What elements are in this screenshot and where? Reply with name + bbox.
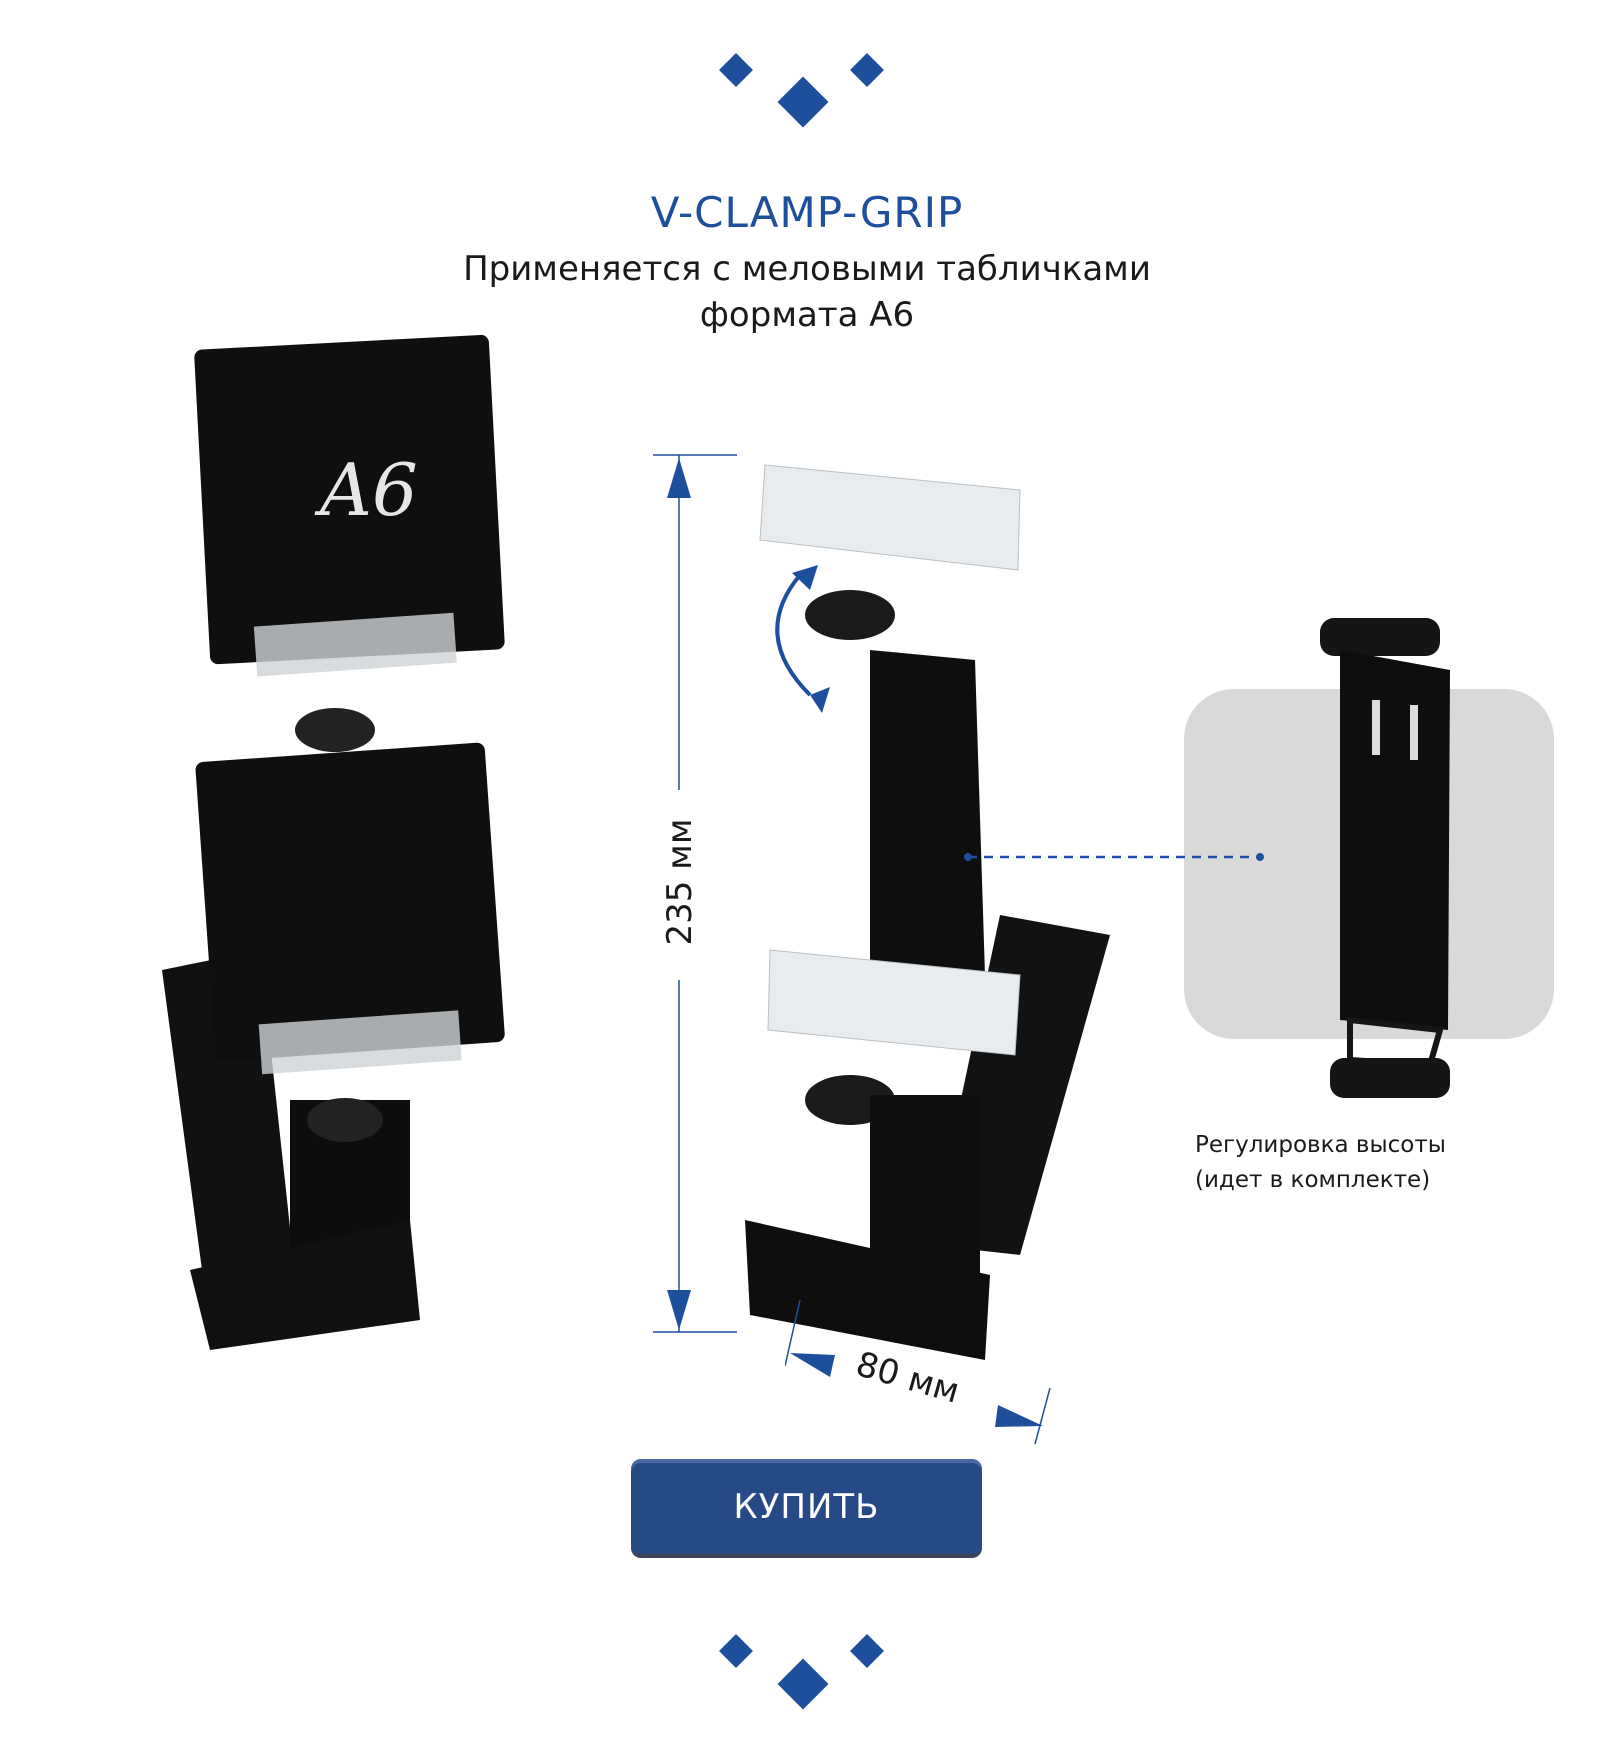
product-image-assembled: A6 bbox=[162, 334, 505, 1350]
diamond-icon bbox=[850, 1634, 884, 1668]
board-label: A6 bbox=[314, 448, 418, 532]
height-dimension-line bbox=[653, 454, 737, 1333]
subtitle-line: Применяется с меловыми табличками bbox=[463, 249, 1151, 289]
diamond-icon bbox=[850, 53, 884, 87]
diamond-icon bbox=[719, 1634, 753, 1668]
product-title: V-CLAMP-GRIP bbox=[650, 188, 964, 237]
caption-line: (идет в комплекте) bbox=[1195, 1167, 1431, 1193]
width-dimension-line bbox=[785, 1300, 1051, 1445]
accessory-caption: Регулировка высоты (идет в комплекте) bbox=[1195, 1128, 1446, 1198]
product-image-main bbox=[745, 464, 1110, 1360]
diamond-icon bbox=[777, 1658, 829, 1710]
diamond-icon bbox=[719, 53, 753, 87]
height-dimension-label: 235 мм bbox=[660, 818, 700, 946]
subtitle-line: формата А6 bbox=[699, 295, 915, 335]
height-adjuster-part bbox=[1320, 618, 1450, 1098]
product-subtitle: Применяется с меловыми табличками формат… bbox=[0, 246, 1600, 338]
caption-line: Регулировка высоты bbox=[1195, 1132, 1446, 1158]
diamond-icon bbox=[777, 76, 829, 128]
callout-dashed-line bbox=[964, 853, 1264, 861]
buy-button[interactable]: КУПИТЬ bbox=[631, 1459, 982, 1558]
